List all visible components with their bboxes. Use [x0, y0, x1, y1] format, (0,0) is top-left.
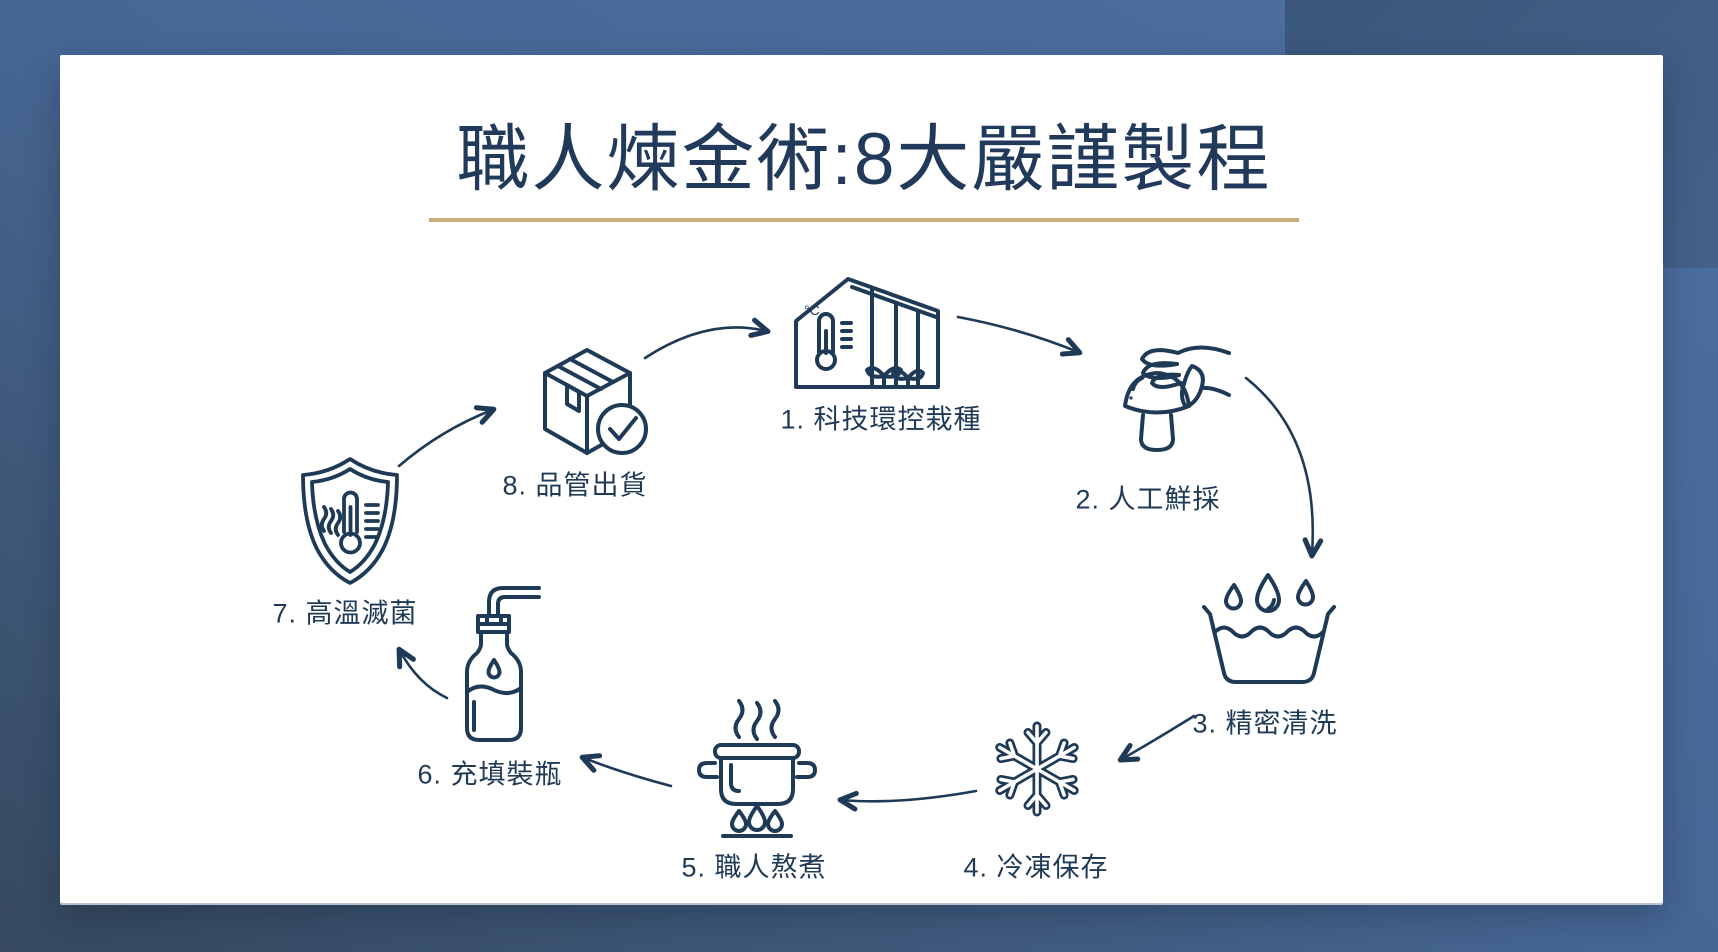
cooking-pot-icon: [697, 699, 817, 838]
sterilize-shield-icon: [301, 457, 399, 585]
step-7-label: 7. 高溫滅菌: [272, 598, 418, 629]
process-step-4: [987, 718, 1087, 818]
step-6-label: 6. 充填裝瓶: [417, 759, 563, 790]
hand-pick-mushroom-icon: [1123, 345, 1231, 452]
process-step-8: [517, 337, 652, 462]
svg-text:°C: °C: [804, 302, 820, 318]
title-block: 職人煉金術:8大嚴謹製程: [429, 118, 1299, 222]
process-step-5: [693, 697, 818, 842]
wash-basin-icon: [1202, 573, 1336, 684]
step-3-label: 3. 精密清洗: [1192, 708, 1338, 739]
qc-shipping-box-icon: [543, 348, 648, 455]
title-underline: [429, 217, 1299, 222]
process-step-2: [1091, 327, 1231, 467]
snowflake-icon: [987, 718, 1087, 818]
step-5-label: 5. 職人熬煮: [681, 852, 827, 883]
process-step-1: °C: [786, 271, 946, 391]
process-step-7: [295, 455, 405, 587]
step-4-label: 4. 冷凍保存: [963, 852, 1109, 883]
greenhouse-icon: °C: [794, 277, 940, 389]
process-step-3: [1194, 573, 1344, 695]
filling-bottle-icon: [465, 586, 541, 742]
page-title: 職人煉金術:8大嚴謹製程: [456, 119, 1272, 200]
step-2-label: 2. 人工鮮採: [1075, 484, 1221, 515]
step-8-label: 8. 品管出貨: [502, 470, 648, 501]
step-1-label: 1. 科技環控栽種: [780, 404, 982, 435]
process-step-6: [447, 582, 542, 752]
